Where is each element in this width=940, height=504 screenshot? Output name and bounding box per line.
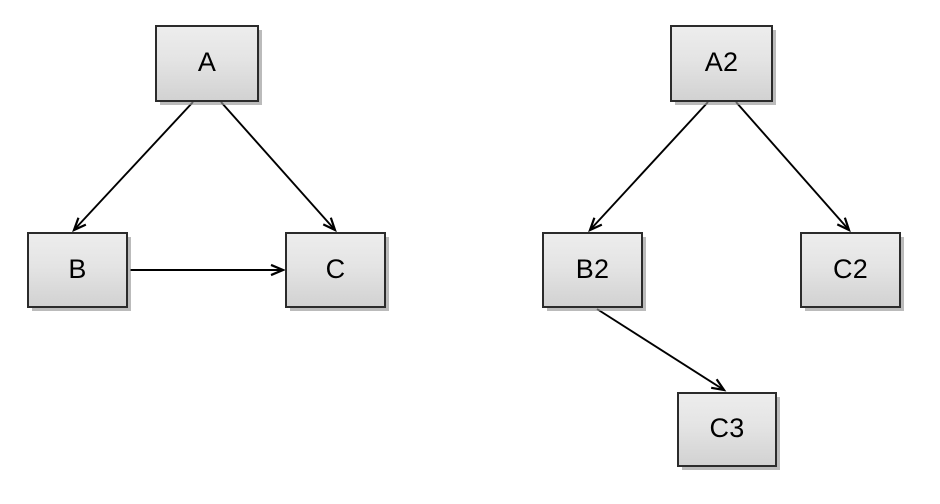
node-label: C bbox=[325, 253, 346, 284]
node-c3[interactable]: C3 bbox=[677, 392, 777, 467]
arrowhead-icon bbox=[588, 217, 603, 233]
arrowhead-icon bbox=[710, 378, 727, 392]
edge-B-C bbox=[130, 263, 286, 277]
edge-A2-C2 bbox=[735, 101, 851, 233]
node-b2[interactable]: B2 bbox=[542, 232, 643, 308]
edge-A-B bbox=[72, 101, 194, 233]
node-c[interactable]: C bbox=[285, 232, 386, 308]
edge-line bbox=[596, 308, 725, 391]
node-label: A bbox=[197, 47, 217, 77]
node-label: B2 bbox=[575, 253, 610, 284]
node-label: C3 bbox=[709, 413, 745, 443]
node-a[interactable]: A bbox=[155, 25, 259, 102]
node-label: A2 bbox=[704, 47, 739, 77]
node-label: B bbox=[68, 253, 87, 284]
node-c2[interactable]: C2 bbox=[800, 232, 901, 308]
edge-line bbox=[735, 101, 850, 231]
edge-line bbox=[220, 101, 336, 231]
arrowhead-icon bbox=[72, 217, 87, 233]
arrowhead-icon bbox=[270, 263, 286, 277]
edge-A2-B2 bbox=[588, 101, 709, 233]
edge-B2-C3 bbox=[596, 308, 727, 392]
node-a2[interactable]: A2 bbox=[670, 25, 773, 102]
edge-A-C bbox=[220, 101, 337, 233]
node-b[interactable]: B bbox=[27, 232, 128, 308]
arrowhead-icon bbox=[836, 217, 851, 233]
node-label: C2 bbox=[833, 253, 868, 284]
arrowhead-icon bbox=[322, 217, 337, 233]
edge-line bbox=[589, 101, 709, 231]
edge-line bbox=[73, 101, 194, 231]
